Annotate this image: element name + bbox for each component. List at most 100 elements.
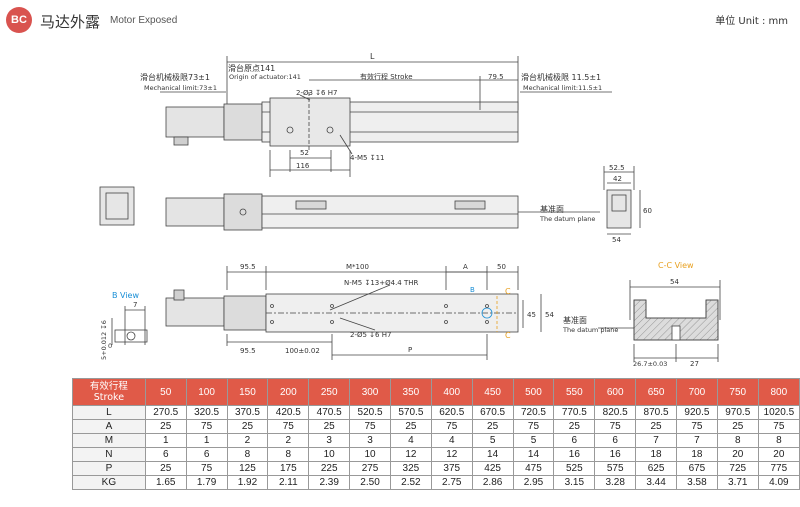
stroke-header-cell: 500: [512, 378, 555, 406]
stroke-header-cell: 150: [226, 378, 269, 406]
dim-79-5: 79.5: [488, 73, 504, 81]
cc-view-title: C-C View: [658, 261, 694, 270]
table-cell: 920.5: [675, 405, 718, 420]
table-cell: 75: [675, 419, 718, 434]
b-view-title: B View: [112, 291, 139, 300]
table-cell: 25: [144, 461, 187, 476]
table-cell: 75: [594, 419, 637, 434]
stroke-header-cell: 350: [389, 378, 432, 406]
table-cell: 75: [430, 419, 473, 434]
cc-dim-26-7: 26.7±0.03: [633, 360, 667, 368]
table-cell: 370.5: [226, 405, 269, 420]
table-cell: 3.58: [675, 475, 718, 490]
table-cell: 1.79: [185, 475, 228, 490]
table-cell: 20: [757, 447, 800, 462]
stroke-header-cell: 450: [471, 378, 514, 406]
table-cell: 14: [471, 447, 514, 462]
datum-en-1: The datum plane: [539, 215, 595, 223]
stroke-header-cell: 250: [308, 378, 351, 406]
table-cell: 970.5: [716, 405, 759, 420]
table-cell: 75: [349, 419, 391, 434]
table-cell: 2.11: [267, 475, 310, 490]
table-cell: 8: [226, 447, 269, 462]
stroke-label: 有效行程 Stroke: [360, 72, 413, 81]
table-cell: 3.44: [635, 475, 677, 490]
datum-cn-2: 基准面: [563, 315, 587, 325]
table-cell: 275: [349, 461, 391, 476]
pin-hole-label: 2-Ø3 ↧6 H7: [296, 89, 337, 97]
stroke-header-cell: 750: [716, 378, 759, 406]
stroke-header-cell: 200: [267, 378, 310, 406]
table-cell: 8: [267, 447, 310, 462]
dim-95-5-top: 95.5: [240, 263, 256, 271]
table-cell: 16: [594, 447, 637, 462]
table-cell: 575: [594, 461, 637, 476]
table-cell: 225: [308, 461, 351, 476]
table-cell: 870.5: [635, 405, 677, 420]
table-cell: 525: [553, 461, 596, 476]
top-view: [160, 56, 612, 177]
table-cell: 10: [308, 447, 351, 462]
dim-50: 50: [497, 263, 506, 271]
table-cell: 2: [267, 433, 310, 448]
slide-origin-cn: 滑台原点141: [228, 63, 275, 73]
table-cell: 25: [144, 419, 187, 434]
row-header-cell: L: [72, 405, 146, 420]
stroke-header-cell: 100: [185, 378, 228, 406]
row-header-cell: M: [72, 433, 146, 448]
table-cell: 1.92: [226, 475, 269, 490]
table-cell: 25: [389, 419, 432, 434]
table-cell: 18: [675, 447, 718, 462]
slide-origin-en: Origin of actuator:141: [229, 73, 301, 81]
bottom-view: [165, 266, 542, 360]
dim-42: 42: [613, 175, 622, 183]
table-cell: 270.5: [144, 405, 187, 420]
dim-60: 60: [643, 207, 652, 215]
table-cell: 25: [716, 419, 759, 434]
table-cell: 325: [389, 461, 432, 476]
table-cell: 25: [553, 419, 596, 434]
b-marker: B: [470, 286, 475, 294]
table-cell: 520.5: [349, 405, 391, 420]
table-cell: 3.15: [553, 475, 596, 490]
table-cell: 2.95: [512, 475, 555, 490]
cc-dim-54: 54: [670, 278, 679, 286]
datum-en-2: The datum plane: [562, 326, 618, 334]
table-cell: 175: [267, 461, 310, 476]
c-marker-bot: C: [505, 331, 511, 340]
table-cell: 625: [635, 461, 677, 476]
table-cell: 25: [226, 419, 269, 434]
n-thread-label: N-M5 ↧13+Ø4.4 THR: [344, 279, 419, 287]
cc-view: [598, 280, 721, 362]
stroke-header-cell: 650: [635, 378, 677, 406]
table-cell: 2.39: [308, 475, 351, 490]
stroke-header-cell: 550: [553, 378, 596, 406]
table-cell: 5: [512, 433, 555, 448]
row-header-cell: P: [72, 461, 146, 476]
table-cell: 720.5: [512, 405, 555, 420]
screw-label: 4-M5 ↧11: [350, 154, 384, 162]
row-header-cell: N: [72, 447, 146, 462]
mech-limit-right-cn: 滑台机械极限 11.5±1: [521, 72, 601, 82]
table-cell: 675: [675, 461, 718, 476]
table-cell: 1: [185, 433, 228, 448]
middle-side-view: [99, 186, 600, 231]
table-cell: 8: [716, 433, 759, 448]
dim-54-side: 54: [612, 236, 621, 244]
table-cell: 75: [512, 419, 555, 434]
table-cell: 18: [635, 447, 677, 462]
table-cell: 8: [757, 433, 800, 448]
table-cell: 725: [716, 461, 759, 476]
table-cell: 125: [226, 461, 269, 476]
dim-54-bot: 54: [545, 311, 554, 319]
brand-badge: BC: [6, 7, 32, 33]
table-cell: 6: [185, 447, 228, 462]
table-cell: 2.50: [349, 475, 391, 490]
table-cell: 475: [512, 461, 555, 476]
c-marker-top: C: [505, 287, 511, 296]
table-cell: 75: [185, 419, 228, 434]
